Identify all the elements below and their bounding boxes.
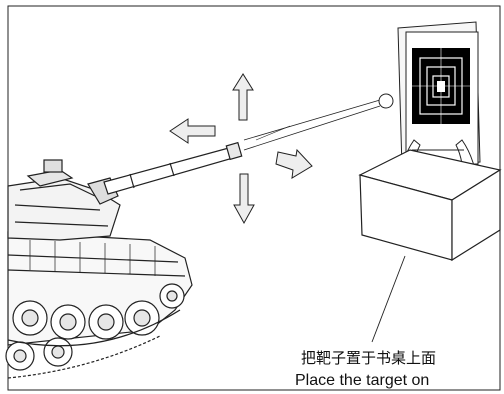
leader-line — [371, 255, 406, 343]
arrow-left-icon — [169, 118, 216, 144]
caption-chinese: 把靶子置于书桌上面 — [301, 349, 437, 367]
arrow-right-icon — [275, 148, 313, 179]
target-board — [397, 21, 481, 169]
projectile-trail — [243, 99, 381, 151]
tank-illustration — [5, 141, 243, 379]
caption-english: Place the target on — [295, 372, 430, 389]
arrow-down-icon — [233, 173, 255, 225]
projectile-ball — [378, 93, 394, 109]
arrow-up-icon — [232, 73, 254, 121]
desk-box — [358, 149, 502, 262]
